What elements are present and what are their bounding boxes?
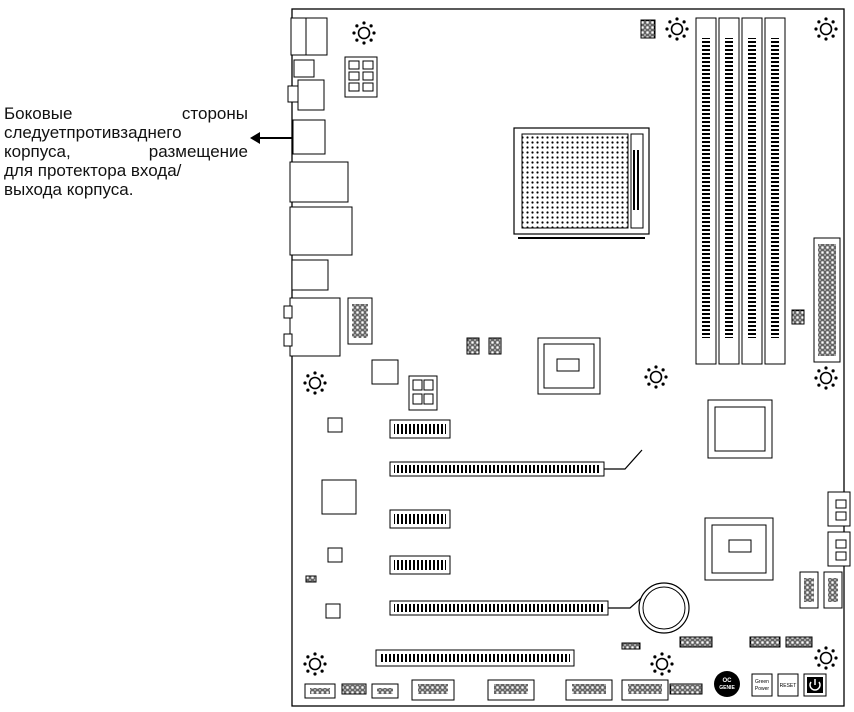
usb-stack-2 [297,79,325,111]
aux-power-connector [408,375,438,411]
rear-io-panel [283,17,353,357]
oc-genie-label-2: GENIE [719,685,735,691]
mounting-hole-icon [665,17,689,41]
pcie-x1-slot-1 [389,419,451,439]
front-panel-header [669,683,703,695]
caption-word-placement: размещение [148,142,248,161]
usb-lan-stack [289,161,349,203]
sata-connector-1 [827,491,851,527]
mounting-holes [303,17,838,676]
green-power-label-2: Power [755,686,770,692]
caption-line-5: выхода корпуса. [4,180,134,199]
southbridge-chip [707,399,773,459]
caption-text: Боковые стороны следуетпротивзаднего кор… [4,104,248,199]
northbridge-chip [537,337,601,395]
caption-line-4: для протектора входа/ [4,161,182,180]
cmos-battery [638,582,690,634]
jumper-1 [466,337,480,355]
oc-genie-label-1: OC [723,678,733,684]
chip-small-4 [325,603,341,619]
usb-stack-3 [291,259,329,291]
power-button [803,673,827,697]
chip-small-2 [327,417,343,433]
green-power-button: Green Power [751,673,773,697]
jumper-3 [305,575,317,583]
reset-label: RESET [780,683,797,689]
chip-small-1 [371,359,399,385]
jumper-2 [488,337,502,355]
caption-word-case: корпуса, [4,142,71,161]
mounting-hole-icon [814,366,838,390]
mounting-hole-icon [650,652,674,676]
dimm-slots [695,17,786,365]
firewire-connector [292,119,326,155]
mounting-hole-icon [303,652,327,676]
internal-usb-connector [347,297,373,345]
cpu-fan-header [640,19,656,39]
mounting-hole-icon [303,371,327,395]
pcie-x16-slot-1 [389,449,643,477]
caption-line-3: корпуса, размещение [4,142,248,161]
cpu-power-connector [344,56,378,98]
pcie-x1-slot-2 [389,509,451,529]
usb-stack-1 [293,59,315,78]
io-controller-chip [704,517,774,581]
caption-line-2: следуетпротивзаднего [4,123,182,142]
esata-usb-stack [289,206,353,256]
pcie-x1-slot-3 [389,555,451,575]
green-power-label-1: Green [755,679,769,685]
header-bottom-1 [341,683,367,695]
jumper-4 [621,642,641,650]
caption-word-sides: Боковые [4,104,73,123]
bottom-headers [304,679,703,701]
callout-arrow [250,132,292,144]
atx-24pin-connector [813,237,841,363]
power-icon [809,679,821,691]
caption-line-1: Боковые стороны [4,104,248,123]
chip-medium [321,479,357,515]
pci-slot [375,649,575,667]
reset-button: RESET [777,673,799,697]
chip-small-3 [327,547,343,563]
ps2-connector [290,17,328,56]
header-row-2 [749,636,781,648]
cpu-socket [513,127,650,239]
audio-jack-stack [289,297,341,357]
header-row-1 [679,636,713,648]
pcie-x16-slot-2 [389,591,649,616]
oc-genie-button: OC GENIE [714,671,740,697]
mounting-hole-icon [644,365,668,389]
header-row-3 [785,636,813,648]
caption-word-faces: стороны [181,104,248,123]
mounting-hole-icon [814,17,838,41]
mounting-hole-icon [814,646,838,670]
sys-fan-header-1 [791,309,805,325]
mounting-hole-icon [352,21,376,45]
sata-connector-2 [827,531,851,567]
